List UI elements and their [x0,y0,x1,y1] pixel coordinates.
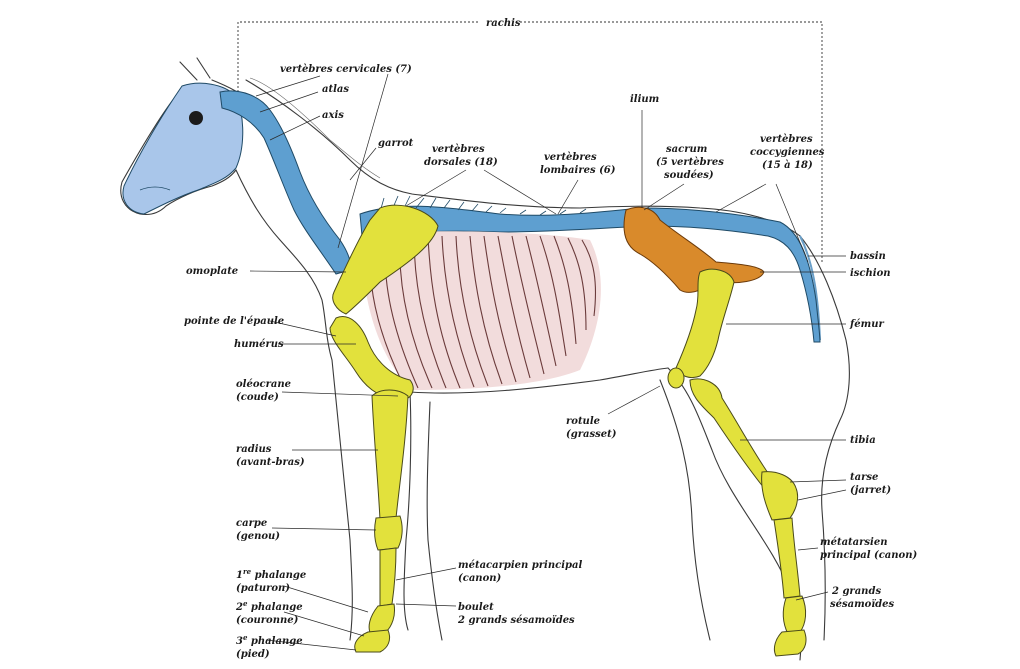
label-vertebres-lombaires-1: vertèbres [544,152,597,163]
label-axis: axis [322,110,344,121]
label-sacrum-1: sacrum [666,144,707,155]
label-boulet-2: 2 grands sésamoïdes [457,615,575,626]
ribcage [361,231,601,390]
label-atlas: atlas [322,84,349,95]
label-coccygiennes-2: coccygiennes [750,147,825,158]
label-vertebres-lombaires-2: lombaires (6) [540,165,616,176]
label-omoplate: omoplate [186,266,238,277]
label-tarse-1: tarse [850,472,878,483]
label-vertebres-dorsales-2: dorsales (18) [424,157,498,168]
label-coccygiennes-1: vertèbres [760,134,813,145]
label-humerus: humérus [234,339,284,350]
pelvis [623,206,765,293]
label-garrot: garrot [378,138,414,149]
spinous-processes [379,195,587,216]
label-phalange-3-sub: (pied) [236,649,270,660]
label-phalange-2-sub: (couronne) [236,615,299,626]
label-radius-2: (avant-bras) [236,457,305,468]
label-olecrane-2: (coude) [236,392,279,403]
leader-lines [249,73,847,651]
label-rotule-2: (grasset) [566,429,617,440]
eye-socket [189,111,203,125]
label-metacarpien-2: (canon) [458,573,502,584]
label-vertebres-dorsales-1: vertèbres [432,144,485,155]
label-metatarsien-1: métatarsien [820,537,887,548]
label-phalange-1-sub: (paturon) [236,583,290,594]
label-sesamoides-2: sésamoïdes [830,599,895,610]
label-sacrum-2: (5 vertèbres [656,157,724,168]
label-metatarsien-2: principal (canon) [820,550,917,561]
hind-limb [667,268,807,657]
label-femur: fémur [849,319,885,330]
label-rotule-1: rotule [566,416,600,427]
label-sacrum-3: soudées) [664,170,714,181]
label-phalange-2: 2e phalange [235,599,303,613]
label-sesamoides-1: 2 grands [831,586,881,597]
label-phalange-3: 3e phalange [236,633,303,647]
horse-outline [120,57,850,661]
label-boulet-1: boulet [458,602,494,613]
label-ischion: ischion [850,268,891,279]
label-tarse-2: (jarret) [850,485,891,496]
label-radius-1: radius [236,444,272,455]
label-rachis: rachis [486,18,521,29]
label-metacarpien-1: métacarpien principal [458,560,582,571]
label-pointe-epaule: pointe de l'épaule [184,316,284,327]
label-carpe-2: (genou) [236,531,280,542]
label-coccygiennes-3: (15 à 18) [762,160,813,171]
label-bassin: bassin [850,251,886,262]
label-tibia: tibia [850,435,876,446]
label-vertebres-cervicales: vertèbres cervicales (7) [280,64,412,75]
label-ilium: ilium [630,94,659,105]
label-olecrane-1: oléocrane [236,379,291,390]
label-phalange-1: 1re phalange [236,567,306,581]
labels: rachis vertèbres cervicales (7) atlas ax… [184,18,917,660]
front-limb [329,204,439,653]
label-carpe-1: carpe [236,518,267,529]
